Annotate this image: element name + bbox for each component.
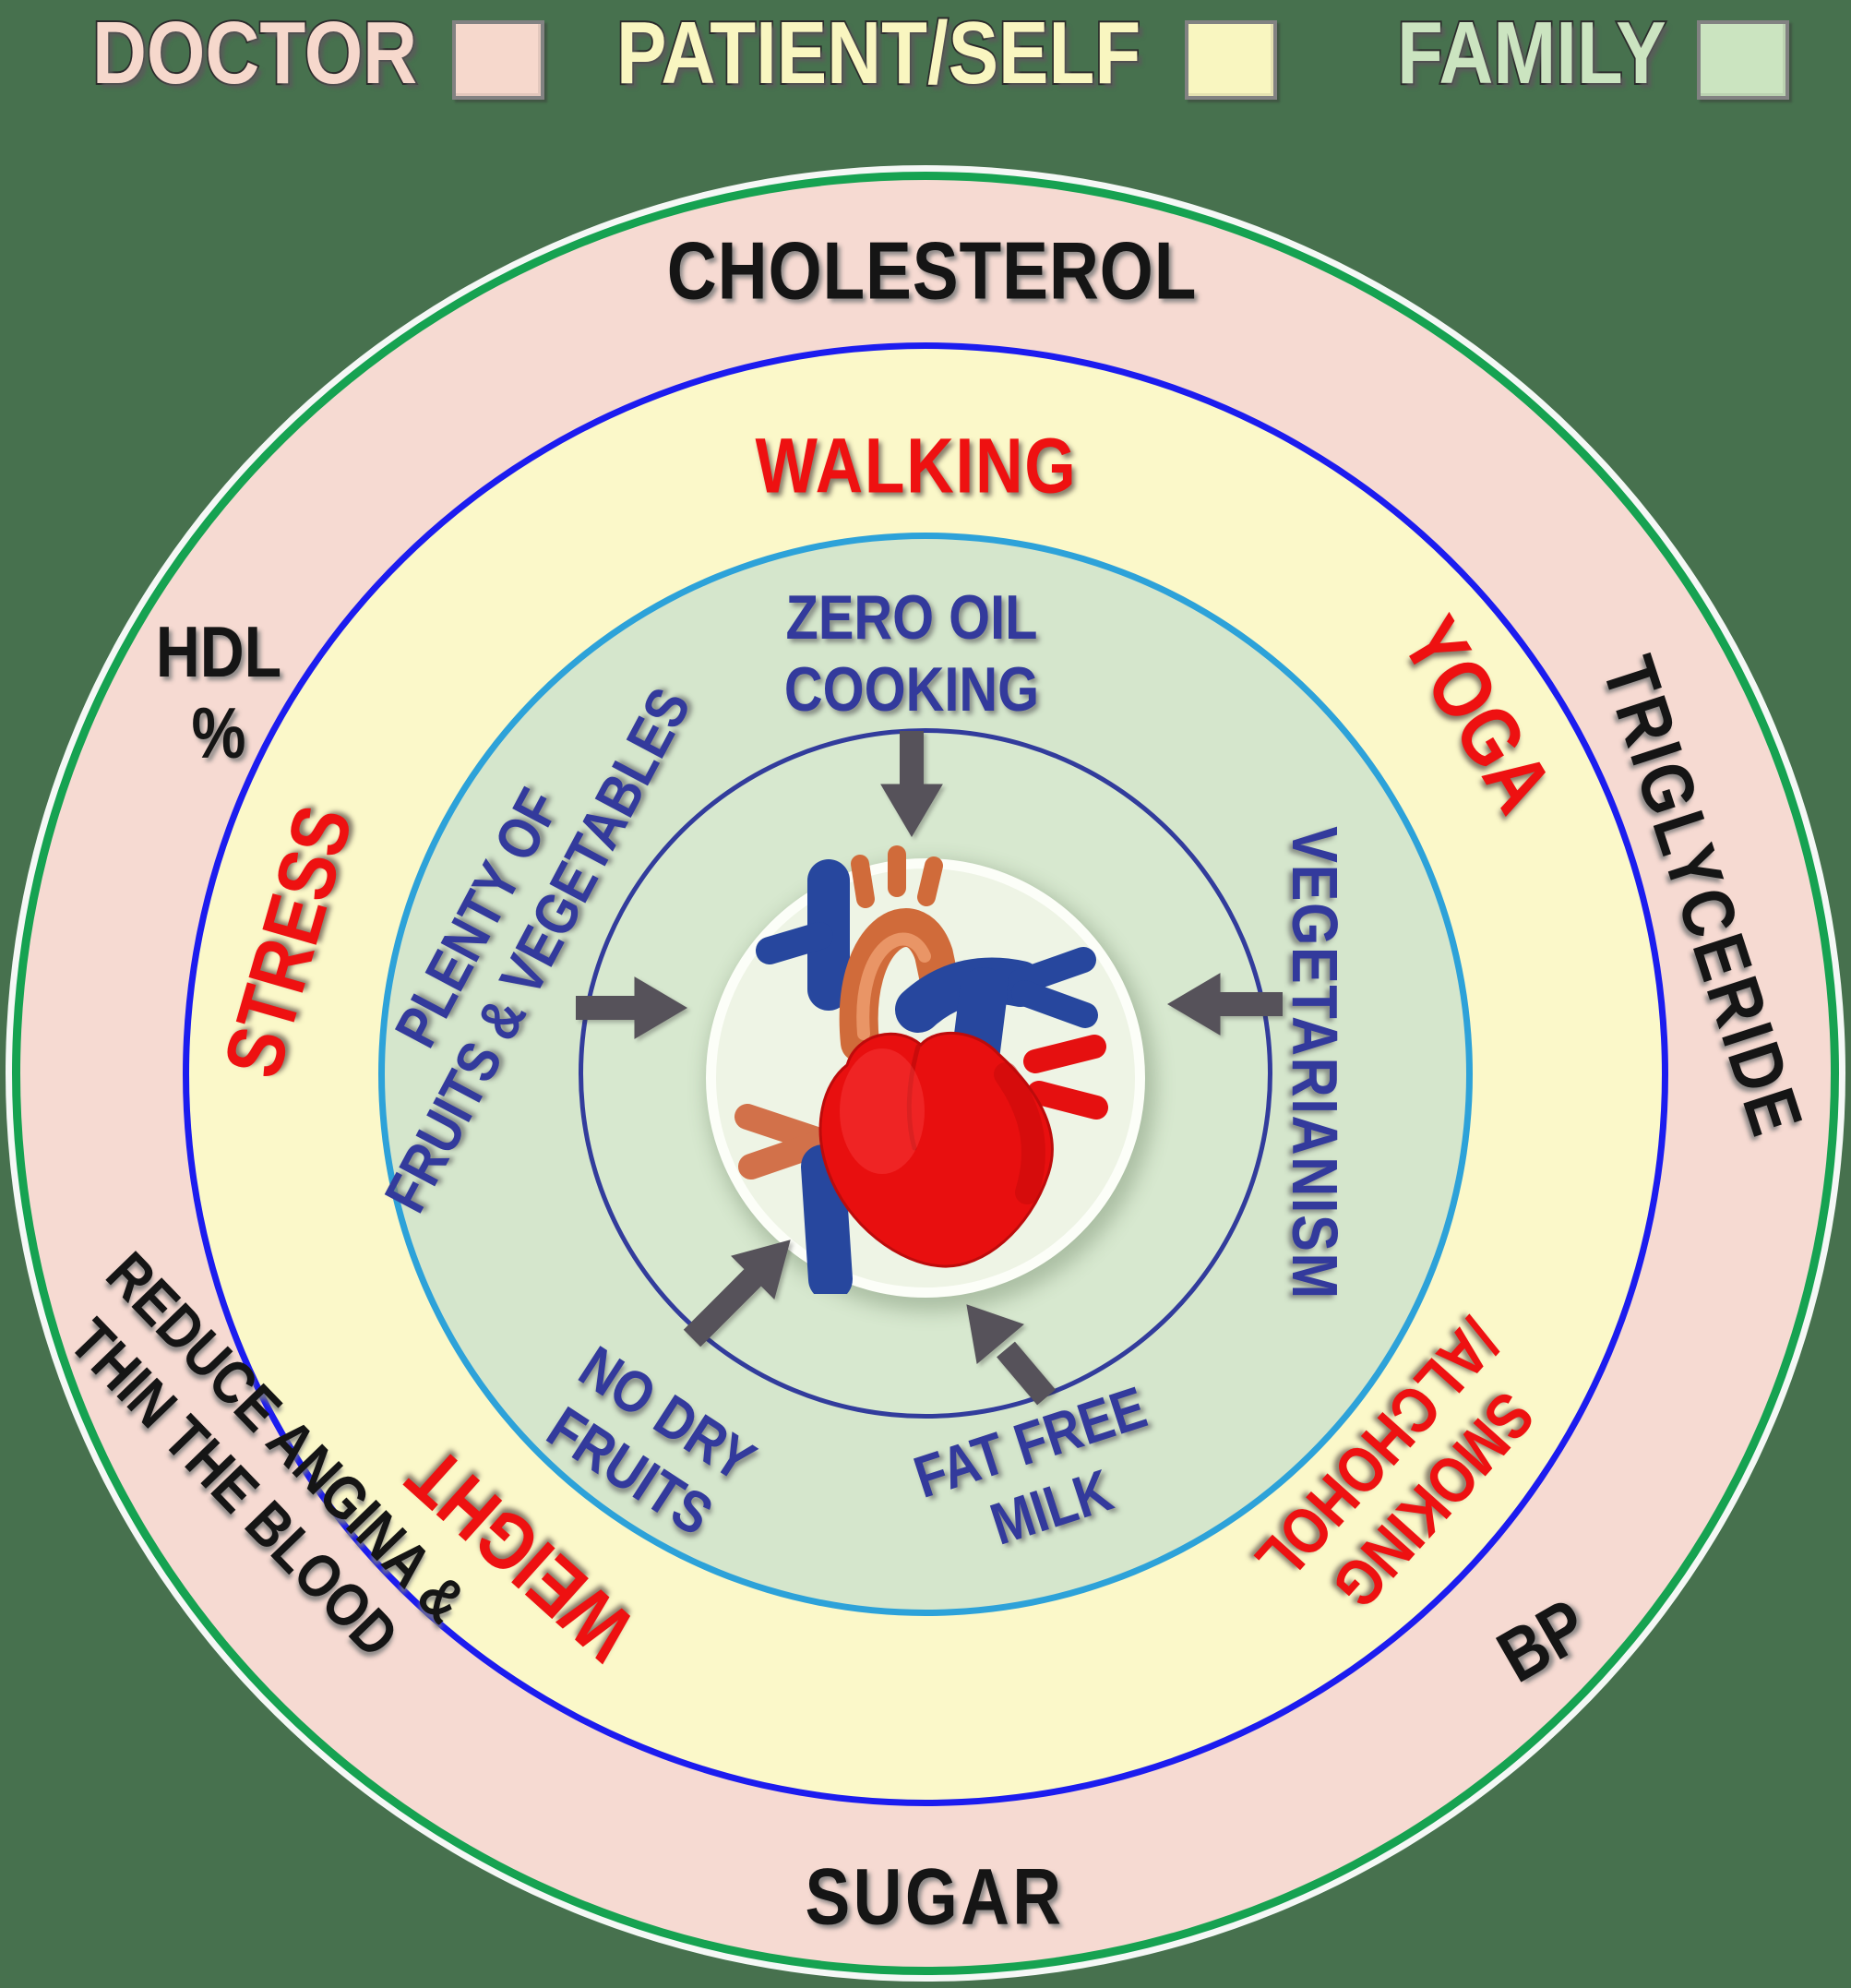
label-sugar: SUGAR — [805, 1852, 1065, 1942]
label-zero-oil-line2: COOKING — [783, 654, 1040, 725]
legend-swatch-doctor — [452, 20, 544, 100]
legend-label-doctor: DOCTOR — [90, 4, 419, 102]
arrow-up-right-icon — [683, 1240, 791, 1347]
legend-swatch-family — [1697, 20, 1789, 100]
legend-label-family: FAMILY — [1395, 4, 1667, 102]
legend-swatch-patient-self — [1185, 20, 1277, 100]
arrow-left-icon — [1167, 973, 1283, 1036]
label-hdl-line2: % — [191, 692, 246, 773]
label-walking: WALKING — [755, 422, 1078, 509]
label-hdl-percent: HDL % — [156, 611, 281, 773]
arrow-down-icon — [880, 731, 943, 837]
label-cholesterol: CHOLESTEROL — [666, 224, 1198, 317]
label-vegetarianism: VEGETARIANISM — [1278, 826, 1351, 1300]
label-zero-oil-line1: ZERO OIL — [785, 581, 1038, 653]
arrow-right-icon — [576, 976, 687, 1039]
arrow-up-left-icon — [966, 1304, 1056, 1406]
label-zero-oil-cooking: ZERO OIL COOKING — [784, 581, 1039, 725]
anatomical-heart-icon — [734, 845, 1108, 1294]
legend-label-patient-self: PATIENT/SELF — [615, 4, 1142, 102]
label-hdl-line1: HDL — [155, 610, 282, 692]
